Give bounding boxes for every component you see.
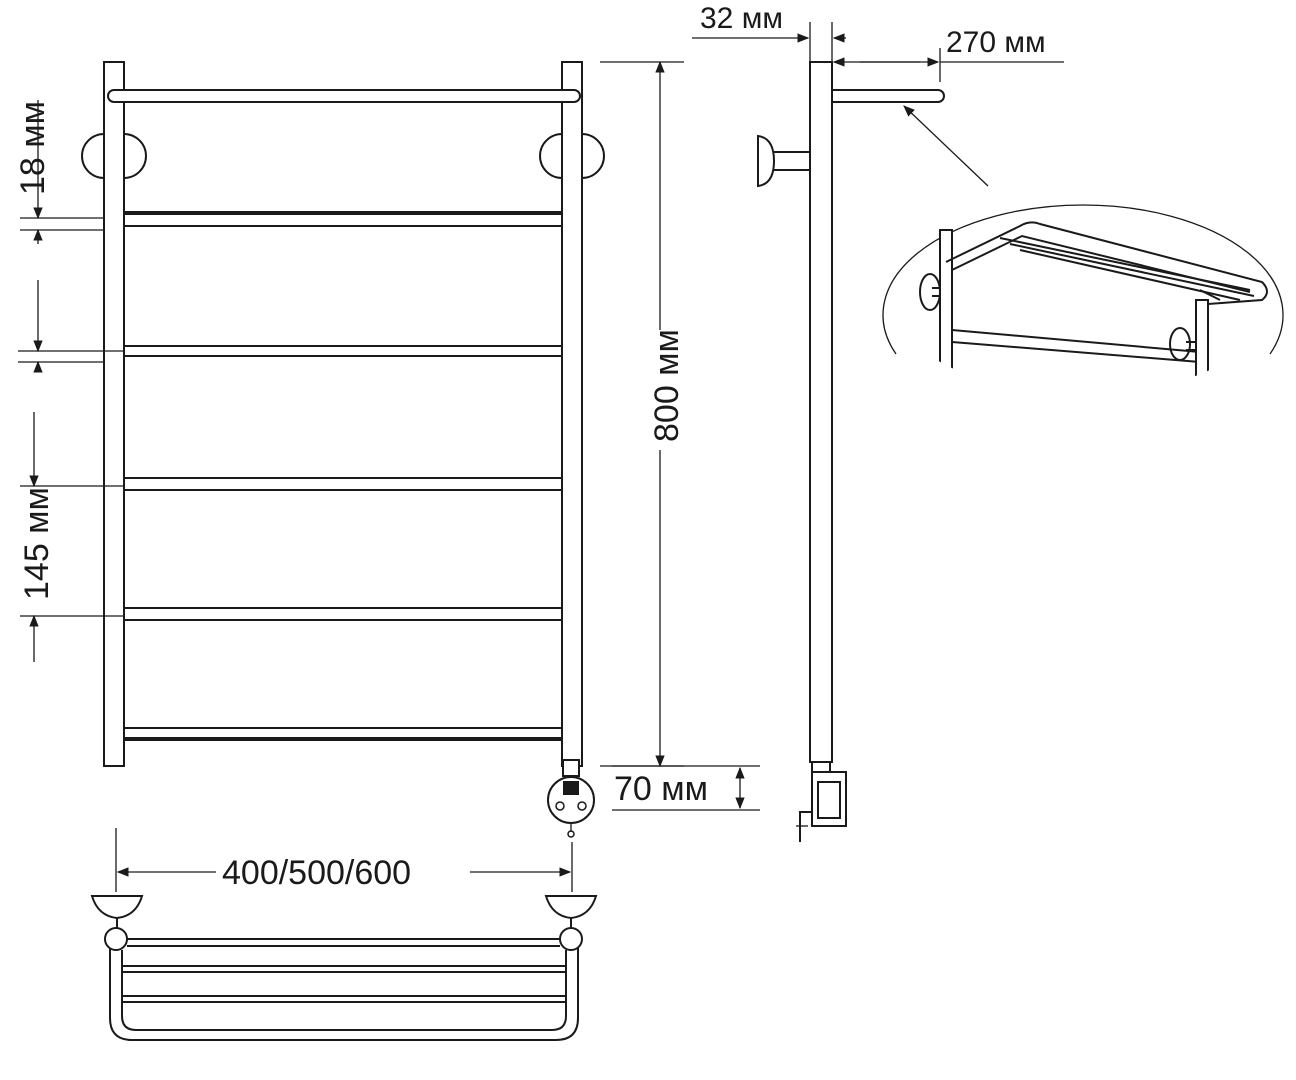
side-shelf-arm (831, 89, 945, 103)
label-70mm: 70 мм (614, 770, 708, 808)
label-width-options: 400/500/600 (222, 854, 411, 892)
dimension-32mm: 32 мм (692, 2, 846, 62)
side-heater-cable (799, 811, 812, 842)
front-view (81, 61, 605, 838)
dimension-18mm: 18 мм (14, 100, 104, 244)
rung-frame-4 (123, 619, 563, 729)
dimension-270mm: 270 мм (832, 26, 1064, 82)
label-32mm: 32 мм (700, 2, 783, 35)
right-post (561, 61, 583, 767)
label-800mm: 800 мм (648, 329, 686, 442)
label-270mm: 270 мм (946, 26, 1046, 59)
rung-frame-3 (123, 489, 563, 609)
rung-bottom (123, 737, 563, 741)
left-shelf-joint (104, 927, 128, 951)
left-wall-cup (90, 895, 144, 920)
rung-frame-2 (123, 355, 563, 479)
label-18mm: 18 мм (14, 101, 52, 195)
right-shelf-joint (559, 927, 583, 951)
left-wall-mount (81, 133, 105, 179)
dimension-frame-gap (18, 280, 124, 373)
left-post (103, 61, 125, 767)
dimension-145mm: 145 мм (18, 412, 124, 662)
side-heater-connector (811, 761, 831, 773)
side-view (757, 61, 945, 842)
shelf-outer-frame (109, 948, 579, 1041)
top-shelf-rail (107, 89, 581, 103)
rung-1 (123, 211, 563, 215)
callout-arrow (903, 105, 989, 187)
dimension-800mm: 800 мм (600, 60, 686, 768)
dimension-70mm: 70 мм (612, 765, 760, 811)
heater-connector (562, 759, 580, 777)
rung-frame-1 (123, 225, 563, 347)
side-post (809, 61, 833, 763)
detail-callout (882, 204, 1284, 381)
side-wall-bracket (757, 134, 776, 188)
right-wall-mount (539, 133, 563, 179)
detail-oval (882, 204, 1284, 355)
right-wall-cup (544, 895, 598, 920)
top-view: 400/500/600 (90, 828, 598, 1041)
label-145mm: 145 мм (18, 487, 56, 600)
